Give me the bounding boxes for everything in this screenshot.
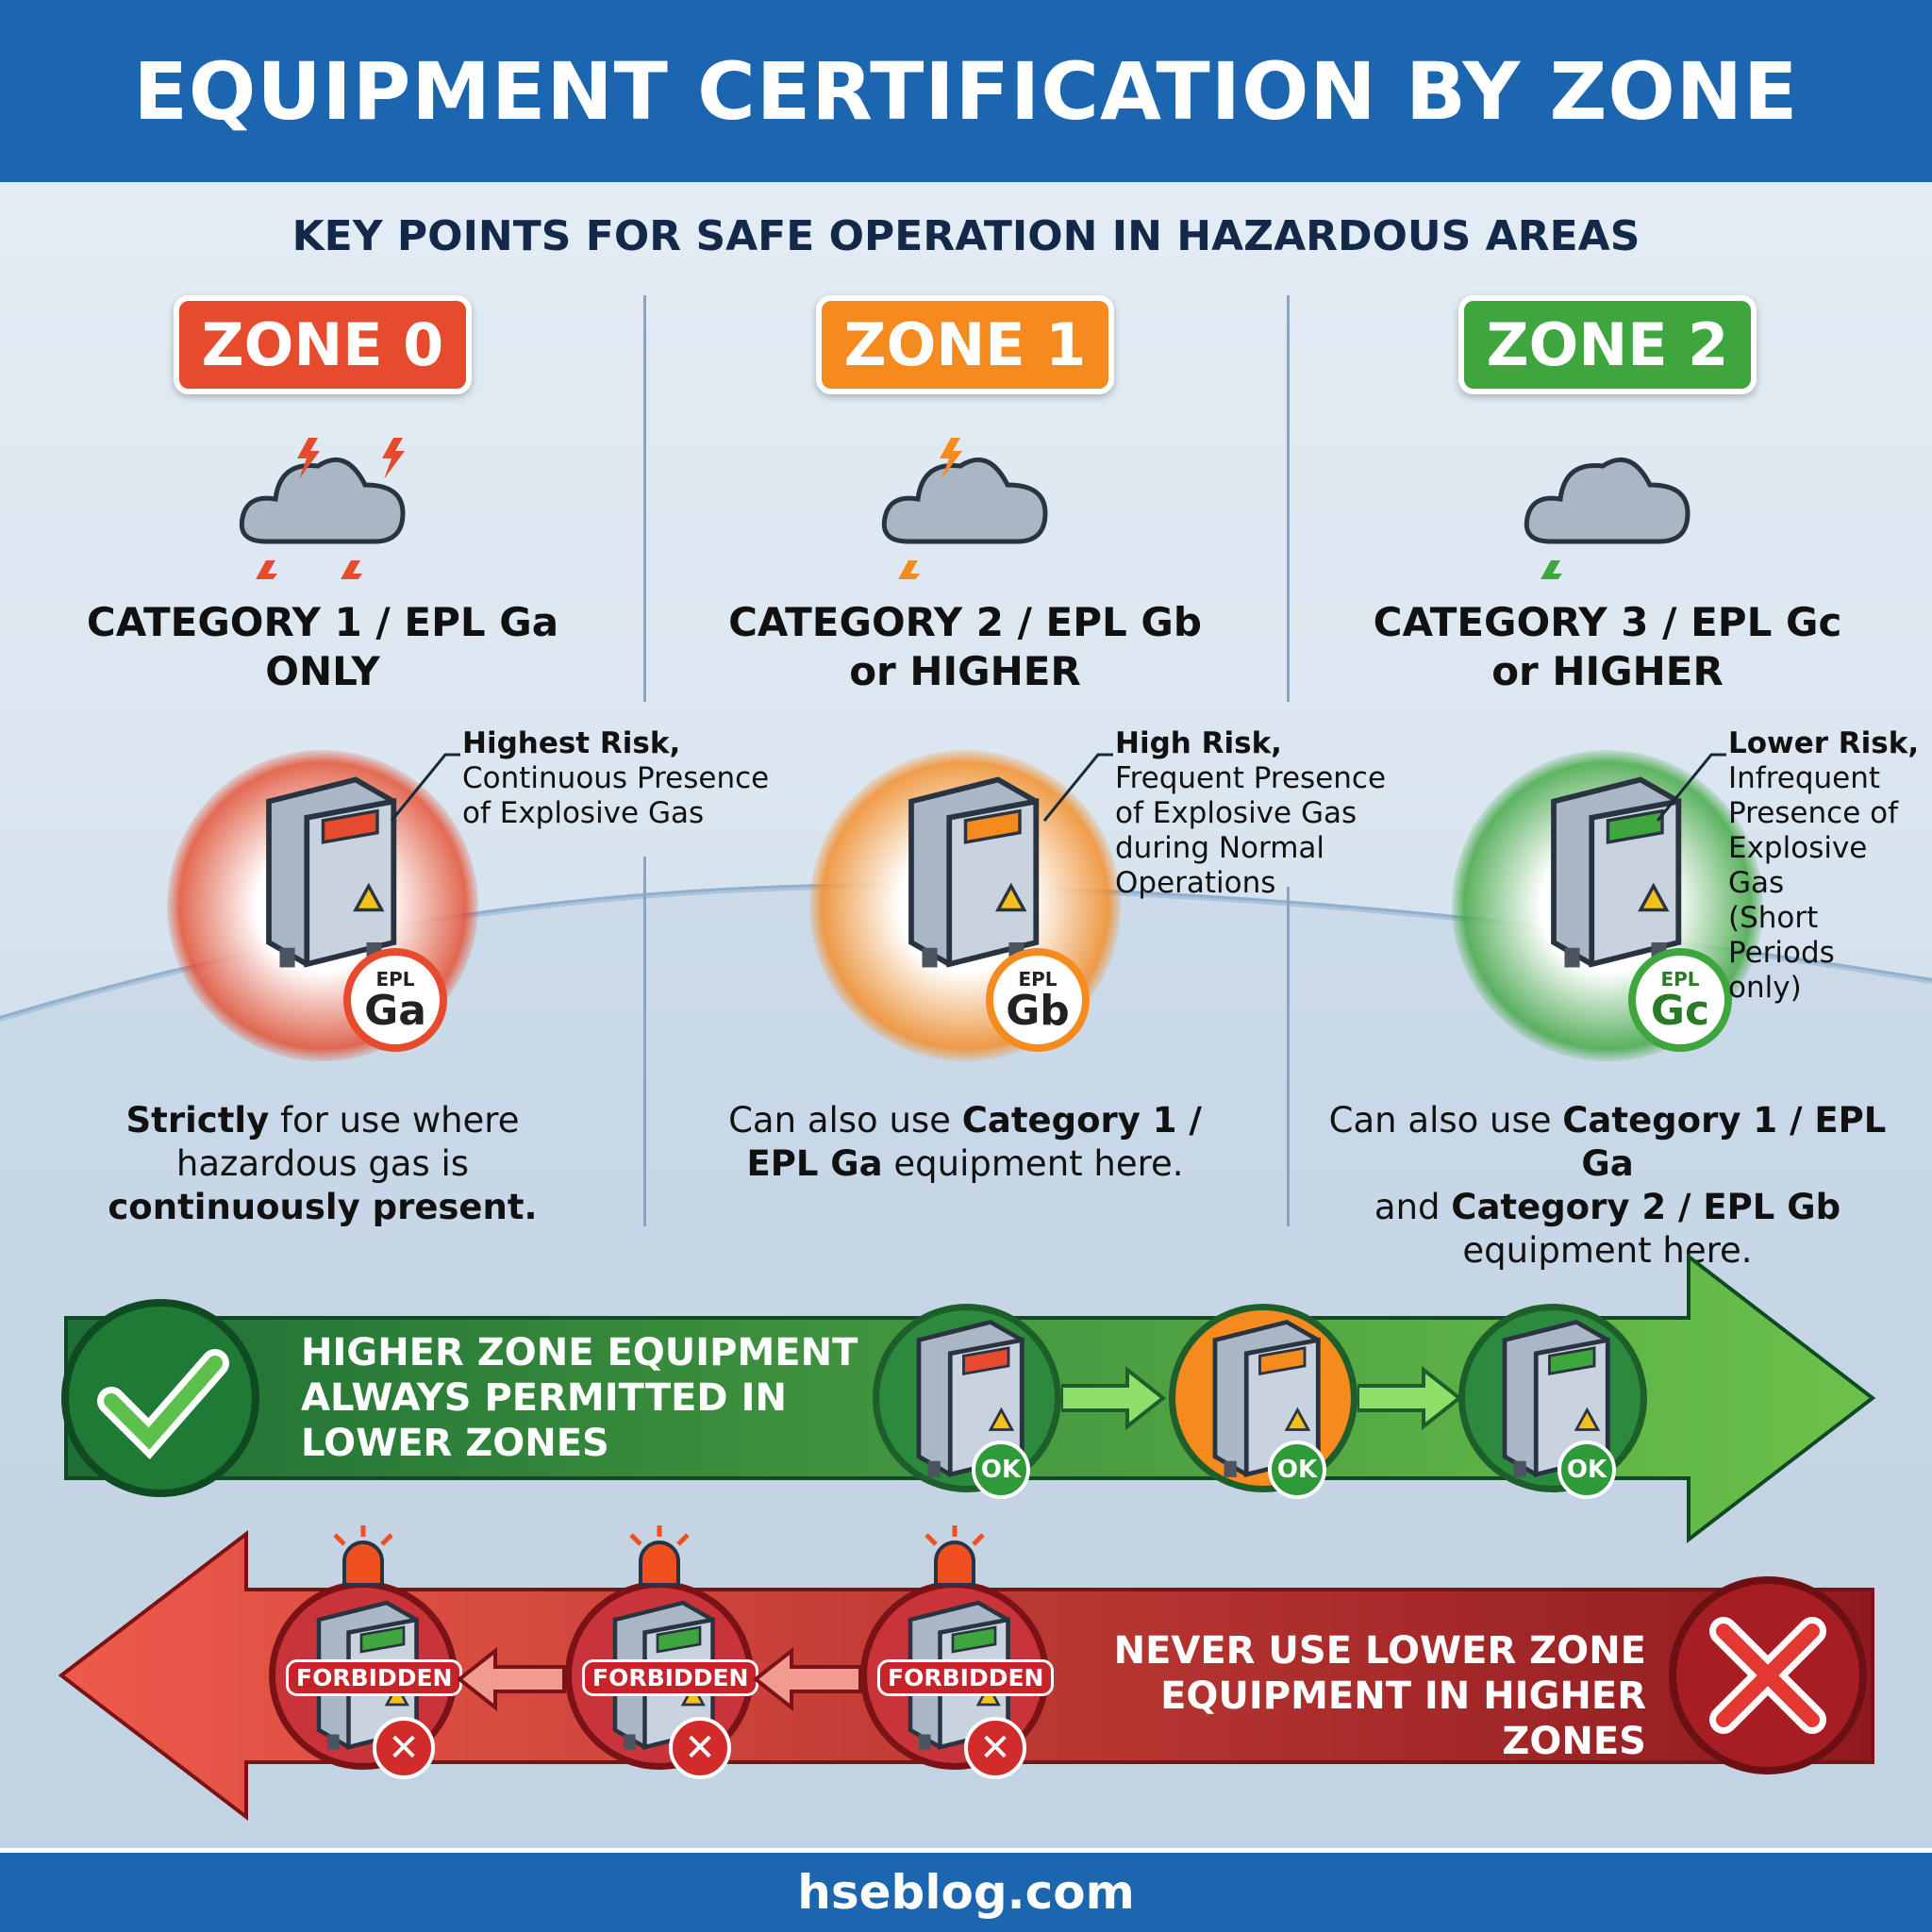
forbidden-label: FORBIDDEN	[877, 1659, 1055, 1696]
equipment-cabinet-icon	[908, 776, 1040, 968]
desc-text: Can also use	[1328, 1100, 1563, 1141]
risk-detail: Continuous Presence	[462, 761, 770, 795]
x-badge	[1669, 1576, 1867, 1774]
left-arrow-icon	[458, 1646, 566, 1712]
storm-cloud-icon	[239, 438, 490, 602]
x-icon	[1709, 1617, 1826, 1734]
risk-detail: (Short Periods	[1728, 901, 1835, 970]
risk-detail: of Explosive Gas	[1115, 796, 1357, 830]
risk-level: High Risk,	[1115, 726, 1282, 760]
page-title: EQUIPMENT CERTIFICATION BY ZONE	[0, 0, 1932, 182]
forbidden-line: EQUIPMENT IN HIGHER ZONES	[1160, 1674, 1646, 1763]
left-arrow-icon	[754, 1646, 862, 1712]
risk-level: Highest Risk,	[462, 726, 681, 760]
forbidden-text: NEVER USE LOWER ZONE EQUIPMENT IN HIGHER…	[1038, 1628, 1646, 1764]
risk-detail: Presence of	[1728, 796, 1899, 830]
zone-description: Can also use Category 1 / EPL Ga equipmen…	[663, 1099, 1267, 1186]
risk-detail: Explosive Gas	[1728, 831, 1868, 900]
desc-text: Can also use	[728, 1100, 962, 1141]
desc-emphasis: Category 1 /	[961, 1100, 1202, 1141]
footer-site: hseblog.com	[0, 1848, 1932, 1932]
forbidden-label: FORBIDDEN	[582, 1659, 759, 1696]
x-mark-icon: ✕	[669, 1717, 731, 1779]
risk-detail: during Normal	[1115, 831, 1325, 865]
alarm-beacon-icon	[629, 1525, 690, 1587]
desc-text: hazardous gas is	[175, 1143, 470, 1184]
desc-text: and	[1374, 1187, 1452, 1227]
category-line: CATEGORY 3 / EPL Gc	[1373, 599, 1842, 645]
permitted-line: HIGHER ZONE EQUIPMENT	[301, 1331, 858, 1374]
permitted-line: LOWER ZONES	[301, 1422, 609, 1465]
desc-emphasis: EPL Ga	[746, 1143, 883, 1184]
risk-level: Lower Risk,	[1728, 726, 1920, 760]
ok-badge: OK	[1557, 1441, 1616, 1499]
zone-description: Can also use Category 1 / EPL Ga and Cate…	[1306, 1099, 1909, 1273]
forbidden-label: FORBIDDEN	[286, 1659, 463, 1696]
column-divider	[643, 857, 646, 1226]
category-line: or HIGHER	[849, 648, 1081, 694]
risk-detail: of Explosive Gas	[462, 796, 705, 830]
zone-badge: ZONE 0	[174, 295, 472, 394]
desc-emphasis: continuously present.	[108, 1187, 538, 1227]
category-line: CATEGORY 1 / EPL Ga	[86, 599, 559, 645]
storm-cloud-icon	[881, 438, 1048, 602]
epl-label: EPL	[1018, 968, 1058, 991]
equipment-cabinet-icon	[266, 776, 397, 968]
callout-line	[1042, 753, 1113, 822]
zone-badge: ZONE 2	[1458, 295, 1757, 394]
desc-text: for use where	[269, 1100, 520, 1141]
x-mark-icon: ✕	[373, 1717, 435, 1779]
permitted-text: HIGHER ZONE EQUIPMENT ALWAYS PERMITTED I…	[301, 1330, 858, 1466]
risk-detail: Infrequent	[1728, 761, 1881, 795]
desc-emphasis: Strictly	[125, 1100, 270, 1141]
right-arrow-icon	[1357, 1365, 1461, 1431]
desc-emphasis: Category 1 / EPL Ga	[1562, 1100, 1887, 1184]
column-divider	[1287, 295, 1290, 702]
desc-emphasis: Category 2 / EPL Gb	[1451, 1187, 1841, 1227]
zone-badge: ZONE 1	[816, 295, 1114, 394]
forbidden-line: NEVER USE LOWER ZONE	[1113, 1629, 1646, 1673]
callout-line	[1656, 753, 1726, 822]
risk-detail: Operations	[1115, 866, 1276, 900]
category-line: CATEGORY 2 / EPL Gb	[728, 599, 1202, 645]
risk-detail: Frequent Presence	[1115, 761, 1387, 795]
check-badge	[61, 1299, 259, 1497]
x-mark-icon: ✕	[964, 1717, 1026, 1779]
subtitle: KEY POINTS FOR SAFE OPERATION IN HAZARDO…	[291, 212, 1641, 260]
alarm-beacon-icon	[924, 1525, 985, 1587]
desc-text: equipment here.	[882, 1143, 1184, 1184]
storm-cloud-icon	[1524, 457, 1690, 602]
equipment-cabinet-icon	[1551, 776, 1682, 968]
column-divider	[643, 295, 646, 702]
category-line: or HIGHER	[1491, 648, 1724, 694]
ok-badge: OK	[1268, 1441, 1326, 1499]
category-line: ONLY	[265, 648, 380, 694]
permitted-line: ALWAYS PERMITTED IN	[301, 1376, 787, 1420]
epl-code: Gb	[1006, 987, 1070, 1035]
epl-label: EPL	[1660, 968, 1700, 991]
epl-label: EPL	[375, 968, 415, 991]
desc-text: equipment here.	[1462, 1230, 1753, 1271]
epl-code: Ga	[364, 987, 426, 1035]
callout-line	[390, 753, 460, 822]
alarm-beacon-icon	[333, 1525, 393, 1587]
epl-code: Gc	[1650, 987, 1710, 1035]
column-divider	[1287, 887, 1290, 1226]
right-arrow-icon	[1061, 1365, 1167, 1431]
risk-detail: only)	[1728, 971, 1802, 1005]
ok-badge: OK	[972, 1441, 1030, 1499]
equipment-cabinet-icon	[1502, 1319, 1610, 1478]
check-icon	[97, 1349, 229, 1459]
